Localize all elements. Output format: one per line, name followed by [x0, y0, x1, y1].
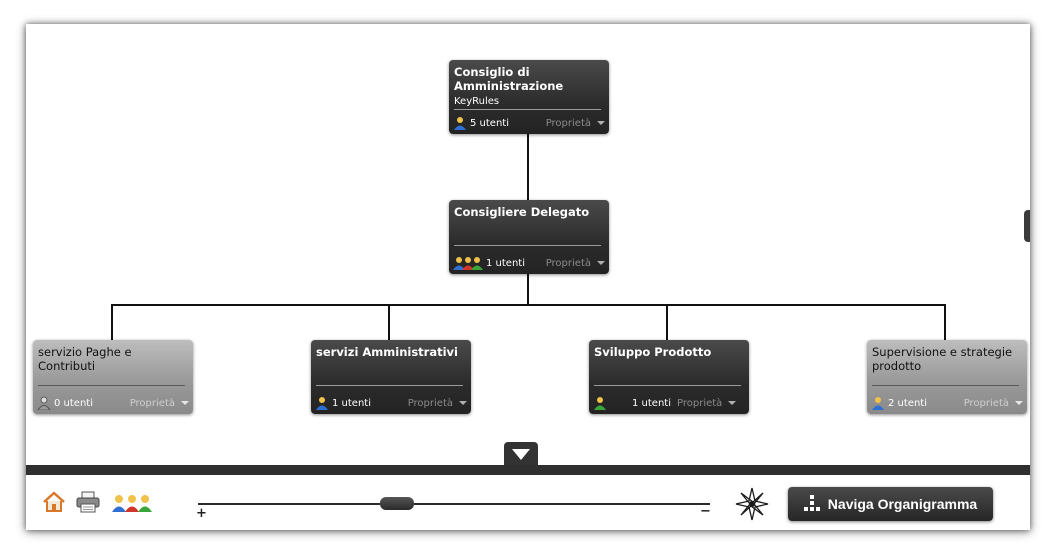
users-count[interactable]: 1 utenti [332, 397, 371, 409]
node-divider [316, 385, 463, 386]
node-footer: 1 utenti Proprietà [315, 395, 467, 411]
toolbar-divider [26, 465, 1030, 475]
properties-dropdown[interactable]: Proprietà [546, 118, 605, 129]
bottom-toolbar: + − Naviga Organigramma [26, 475, 1030, 530]
node-subtitle: KeyRules [454, 96, 500, 107]
chevron-down-icon [597, 121, 605, 125]
node-title: servizio Paghe e Contributi [38, 345, 132, 373]
user-icon [593, 396, 607, 410]
users-group-icon [453, 256, 483, 270]
properties-label: Proprietà [545, 257, 591, 269]
chevron-down-icon [728, 401, 737, 405]
chevron-down-icon [1015, 401, 1023, 405]
node-title: Consigliere Delegato [454, 205, 590, 219]
user-icon [453, 116, 467, 130]
zoom-in-label[interactable]: + [196, 506, 207, 521]
collapse-toolbar-button[interactable] [504, 442, 538, 466]
org-node-supervision[interactable]: Supervisione e strategie prodotto 2 uten… [867, 340, 1027, 414]
properties-dropdown[interactable]: Proprietà [546, 258, 605, 269]
properties-label: Proprietà [545, 117, 591, 129]
triangle-down-icon [512, 449, 530, 460]
org-node-board[interactable]: Consiglio di Amministrazione KeyRules 5 … [449, 60, 609, 134]
zoom-out-label[interactable]: − [700, 504, 711, 519]
home-icon[interactable] [42, 490, 66, 518]
chevron-down-icon [597, 261, 605, 265]
node-divider [872, 385, 1019, 386]
node-divider [454, 109, 601, 110]
org-chart-window: Consiglio di Amministrazione KeyRules 5 … [26, 24, 1030, 530]
users-count[interactable]: 1 utenti [486, 257, 525, 269]
node-divider [38, 385, 185, 386]
properties-label: Proprietà [677, 397, 723, 409]
compass-icon[interactable] [735, 487, 769, 525]
org-connectors [111, 134, 946, 340]
node-footer: 5 utenti Proprietà [453, 115, 605, 131]
node-footer: 0 utenti Proprietà [37, 395, 189, 411]
org-chart-icon [803, 494, 820, 514]
org-node-ceo[interactable]: Consigliere Delegato 1 utenti Proprietà [449, 200, 609, 274]
side-panel-handle[interactable] [1024, 210, 1030, 242]
user-icon [315, 396, 329, 410]
properties-dropdown[interactable]: Proprietà [964, 398, 1023, 409]
properties-dropdown[interactable]: Proprietà [677, 397, 737, 409]
properties-dropdown[interactable]: Proprietà [130, 398, 189, 409]
node-title: servizi Amministrativi [316, 345, 458, 359]
org-chart-canvas[interactable]: Consiglio di Amministrazione KeyRules 5 … [26, 24, 1030, 464]
node-divider [454, 245, 601, 246]
properties-dropdown[interactable]: Proprietà [408, 398, 467, 409]
properties-label: Proprietà [963, 397, 1009, 409]
node-title: Supervisione e strategie prodotto [872, 345, 1013, 373]
org-node-payroll[interactable]: servizio Paghe e Contributi 0 utenti Pro… [33, 340, 193, 414]
user-icon [37, 396, 51, 410]
zoom-slider-thumb[interactable] [379, 497, 414, 510]
users-count[interactable]: 2 utenti [888, 397, 927, 409]
zoom-slider-track[interactable] [198, 503, 710, 505]
navigate-label: Naviga Organigramma [827, 496, 978, 512]
users-group-icon[interactable] [112, 494, 152, 516]
org-node-admin[interactable]: servizi Amministrativi 1 utenti Propriet… [311, 340, 471, 414]
node-title: Sviluppo Prodotto [594, 345, 712, 359]
node-footer: 1 utenti Proprietà [453, 255, 605, 271]
users-count[interactable]: 1 utenti [632, 397, 671, 409]
chevron-down-icon [181, 401, 189, 405]
navigate-org-chart-button[interactable]: Naviga Organigramma [788, 487, 993, 521]
node-footer: 2 utenti Proprietà [871, 395, 1023, 411]
properties-label: Proprietà [407, 397, 453, 409]
users-count[interactable]: 5 utenti [470, 117, 509, 129]
org-node-product[interactable]: Sviluppo Prodotto 1 utenti Proprietà [589, 340, 749, 414]
users-count[interactable]: 0 utenti [54, 397, 93, 409]
chevron-down-icon [459, 401, 467, 405]
node-divider [594, 385, 741, 386]
node-footer: 1 utenti Proprietà [593, 395, 745, 411]
properties-label: Proprietà [129, 397, 175, 409]
user-icon [871, 396, 885, 410]
node-title: Consiglio di Amministrazione [454, 65, 564, 93]
print-icon[interactable] [76, 491, 100, 517]
